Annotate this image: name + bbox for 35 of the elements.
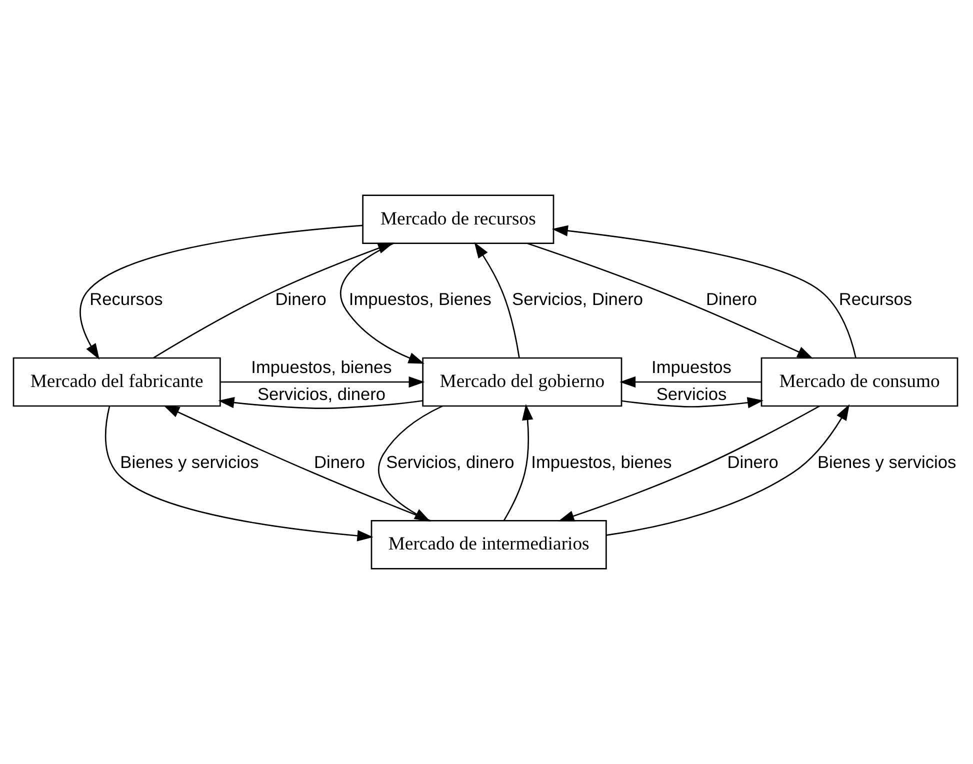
node-box: Mercado del fabricante xyxy=(12,357,221,407)
arrow xyxy=(606,404,850,536)
edge-label: Servicios, dinero xyxy=(257,384,386,404)
arrow xyxy=(552,225,856,358)
arrow xyxy=(218,397,423,409)
arrow xyxy=(220,376,425,388)
edge-label: Bienes y servicios xyxy=(817,452,956,472)
node-box: Mercado de recursos xyxy=(362,194,554,244)
node-box: Mercado del gobierno xyxy=(422,357,622,407)
arrow xyxy=(474,242,520,358)
node-box: Mercado de consumo xyxy=(760,357,958,407)
arrow xyxy=(104,406,374,542)
edge-label: Dinero xyxy=(706,289,758,310)
edge-label: Dinero xyxy=(314,452,366,472)
edge-label: Impuestos xyxy=(652,357,732,378)
arrow xyxy=(153,242,394,358)
edge-label: Impuestos, bienes xyxy=(251,357,392,378)
arrow xyxy=(504,404,534,521)
arrow xyxy=(80,224,363,360)
arrow xyxy=(621,397,764,408)
edge-label: Servicios, dinero xyxy=(386,452,514,472)
arrow xyxy=(558,405,820,522)
edge-label: Impuestos, bienes xyxy=(531,452,672,472)
edge-label: Servicios, Dinero xyxy=(512,289,643,310)
arrow xyxy=(620,376,762,388)
edge-label: Recursos xyxy=(90,289,163,310)
edge-label: Recursos xyxy=(838,289,912,310)
edge-label: Impuestos, Bienes xyxy=(348,289,492,310)
edge-label: Dinero xyxy=(275,289,326,310)
node-box: Mercado de intermediarios xyxy=(370,520,607,570)
edge-label: Bienes y servicios xyxy=(120,452,259,472)
arrow xyxy=(340,242,424,364)
arrow xyxy=(527,242,814,359)
edge-label: Dinero xyxy=(727,452,778,472)
edge-label: Servicios xyxy=(656,384,727,404)
